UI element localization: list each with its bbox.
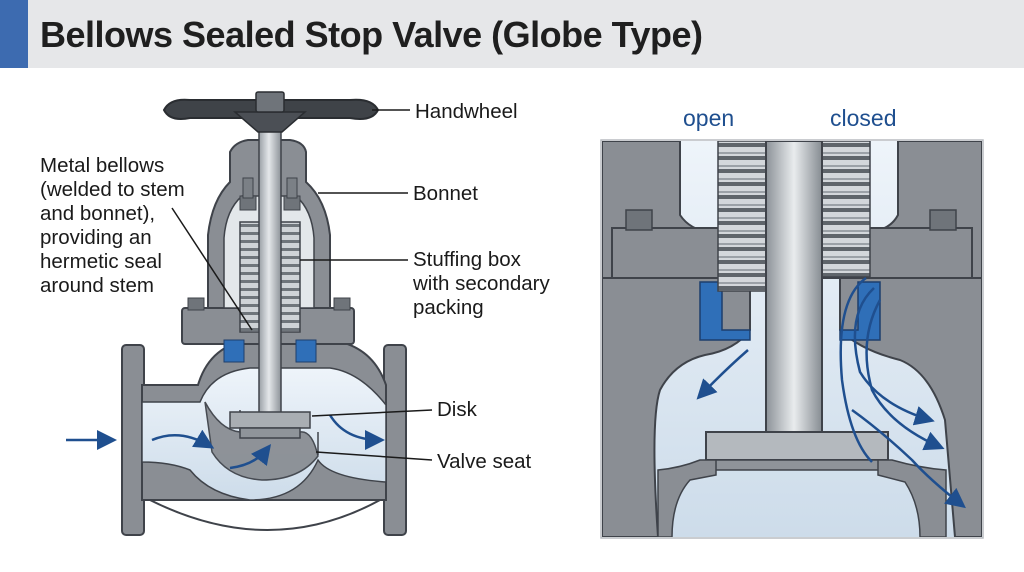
bellows-line5: hermetic seal <box>40 250 162 273</box>
page-title: Bellows Sealed Stop Valve (Globe Type) <box>40 14 703 55</box>
handwheel <box>162 91 380 133</box>
detail-panel <box>600 139 984 539</box>
label-stuffing-box-line1: Stuffing box <box>413 248 521 271</box>
label-stuffing-box-line2: with secondary <box>413 272 550 295</box>
label-bonnet: Bonnet <box>413 182 478 205</box>
label-stuffing-box: Stuffing box with secondary packing <box>413 248 550 320</box>
label-valve-seat: Valve seat <box>437 450 532 473</box>
bellows-line2: (welded to stem <box>40 178 185 201</box>
leader-lines <box>171 109 433 461</box>
bellows-line6: around stem <box>40 274 154 297</box>
bellows-line3: and bonnet), <box>40 202 156 225</box>
bellows-line4: providing an <box>40 226 152 249</box>
label-stuffing-box-line3: packing <box>413 296 484 319</box>
valve-stem <box>258 115 282 417</box>
label-open: open <box>683 105 735 131</box>
label-disk: Disk <box>437 398 477 421</box>
bellows-line1: Metal bellows <box>40 154 165 177</box>
flow-arrows <box>66 414 385 470</box>
title-accent <box>0 0 28 68</box>
label-closed: closed <box>830 105 897 131</box>
label-handwheel: Handwheel <box>415 100 518 123</box>
title-bar <box>0 0 1024 68</box>
label-metal-bellows: Metal bellows (welded to stem and bonnet… <box>40 154 220 298</box>
valve-disk <box>229 411 311 439</box>
